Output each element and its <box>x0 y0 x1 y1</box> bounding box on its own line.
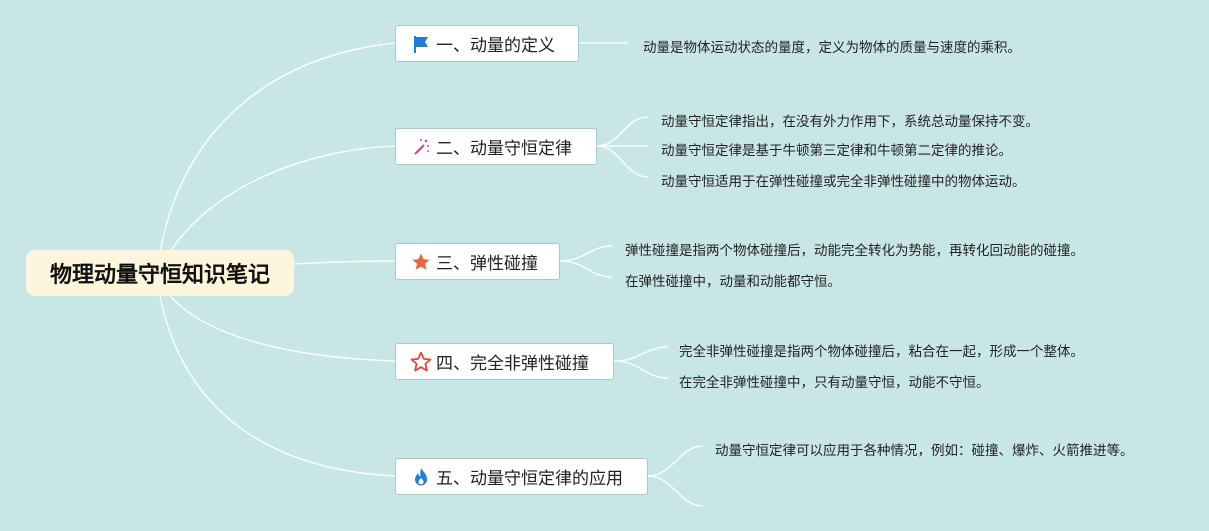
star-outline-icon <box>410 351 432 373</box>
detail-text: 动量守恒适用于在弹性碰撞或完全非弹性碰撞中的物体运动。 <box>661 174 1026 190</box>
topic-applications[interactable]: 五、动量守恒定律的应用 <box>395 458 648 495</box>
topic-elastic-collision[interactable]: 三、弹性碰撞 <box>395 243 560 280</box>
root-topic[interactable]: 物理动量守恒知识笔记 <box>26 250 294 296</box>
detail-text: 动量守恒定律是基于牛顿第三定律和牛顿第二定律的推论。 <box>661 143 1012 159</box>
root-title: 物理动量守恒知识笔记 <box>49 263 270 288</box>
topic-label: 三、弹性碰撞 <box>436 254 538 274</box>
detail-text: 完全非弹性碰撞是指两个物体碰撞后，粘合在一起，形成一个整体。 <box>679 344 1084 360</box>
topic-label: 五、动量守恒定律的应用 <box>436 469 623 489</box>
detail-text: 在完全非弹性碰撞中，只有动量守恒，动能不守恒。 <box>679 375 990 391</box>
topic-conservation-law[interactable]: 二、动量守恒定律 <box>395 128 597 165</box>
detail-text: 动量守恒定律可以应用于各种情况，例如：碰撞、爆炸、火箭推进等。 <box>715 443 1134 459</box>
fire-icon <box>410 466 432 488</box>
star-filled-icon <box>410 251 432 273</box>
magic-wand-icon <box>410 136 432 158</box>
topic-label: 一、动量的定义 <box>436 36 555 56</box>
detail-text: 在弹性碰撞中，动量和动能都守恒。 <box>625 274 841 290</box>
flag-icon <box>410 33 432 55</box>
topic-inelastic-collision[interactable]: 四、完全非弹性碰撞 <box>395 343 614 380</box>
topic-label: 二、动量守恒定律 <box>436 139 572 159</box>
detail-text: 弹性碰撞是指两个物体碰撞后，动能完全转化为势能，再转化回动能的碰撞。 <box>625 243 1084 259</box>
topic-definition[interactable]: 一、动量的定义 <box>395 25 579 62</box>
detail-text: 动量守恒定律指出，在没有外力作用下，系统总动量保持不变。 <box>661 114 1039 130</box>
detail-text: 动量是物体运动状态的量度，定义为物体的质量与速度的乘积。 <box>643 40 1021 56</box>
topic-label: 四、完全非弹性碰撞 <box>436 354 589 374</box>
